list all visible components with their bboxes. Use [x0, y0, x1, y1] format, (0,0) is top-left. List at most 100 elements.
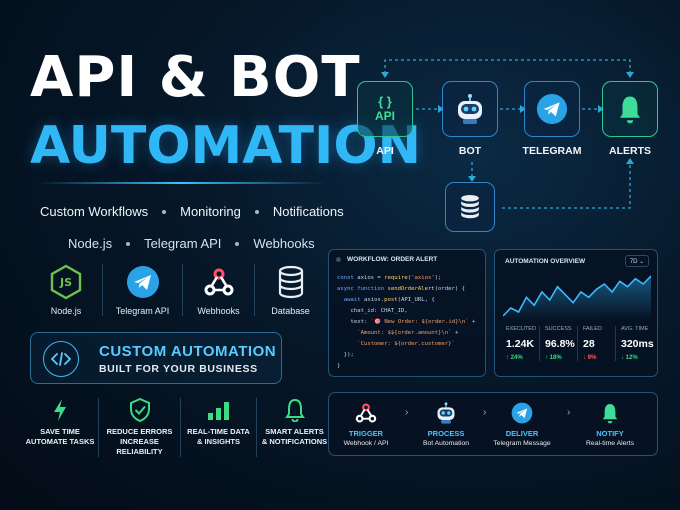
code-line: `Amount: $${order.amount}\n` +: [357, 330, 459, 336]
lightning-icon: [22, 398, 98, 422]
chevron-right-icon: ›: [405, 407, 409, 418]
tech-item: Telegram API: [144, 236, 222, 251]
flow-node-telegram: [524, 81, 580, 137]
code-panel: WORKFLOW: ORDER ALERT const axios = requ…: [328, 249, 486, 377]
tech-icon-nodejs: JS Node.js: [30, 264, 102, 316]
feature-item: Monitoring: [180, 204, 241, 219]
database-icon: [271, 264, 311, 300]
stat-change: ↑ 18%: [545, 355, 562, 361]
step-title: PROCESS: [427, 429, 465, 438]
code-line: }: [337, 363, 341, 369]
step-subtitle: Webhook / API: [343, 440, 389, 447]
telegram-icon: [485, 401, 559, 425]
code-line: chat_id: CHAT_ID,: [337, 308, 408, 314]
robot-icon: [458, 94, 482, 124]
tech-item: Webhooks: [253, 236, 315, 251]
tech-icon-label: Database: [271, 306, 310, 316]
step-subtitle: Bot Automation: [422, 440, 470, 447]
divider: [36, 182, 326, 184]
database-icon: [461, 195, 479, 219]
step-subtitle: Telegram Message: [493, 440, 551, 447]
svg-text:JS: JS: [59, 276, 72, 289]
stat-value: 1.24K: [506, 338, 535, 350]
overview-title: AUTOMATION OVERVIEW: [505, 258, 586, 265]
stat-label: EXECUTED: [506, 326, 536, 332]
stat-change: ↑ 24%: [506, 355, 523, 361]
flow-node-label: ALERTS: [609, 145, 651, 157]
stat-label: AVG. TIME: [621, 326, 649, 332]
pipeline-step-notify: NOTIFY Real-time Alerts: [573, 401, 647, 447]
flow-node-api: { } API: [357, 81, 413, 137]
flow-connectors: [381, 59, 634, 209]
sparkline-line: [503, 275, 651, 317]
benefit-title: SAVE TIME: [40, 427, 80, 436]
bullet: [126, 241, 131, 246]
tech-list: Node.js Telegram API Webhooks: [68, 236, 315, 251]
pipeline-step-deliver: DELIVER Telegram Message: [485, 401, 559, 447]
webhook-icon: [329, 401, 403, 425]
pipeline-step-trigger: TRIGGER Webhook / API: [329, 401, 403, 447]
stat-change: ↓ 9%: [583, 355, 597, 361]
step-subtitle: Real-time Alerts: [586, 440, 634, 447]
stat-avg-time: AVG. TIME 320ms ↓ 12%: [615, 326, 654, 361]
shield-check-icon: [99, 398, 180, 422]
tech-icons: JS Node.js Telegram API Webhooks: [30, 264, 326, 316]
bullet: [162, 209, 167, 214]
stat-value: 28: [583, 338, 595, 350]
code-line: `Customer: ${order.customer}`: [357, 341, 455, 347]
code-icon: [43, 341, 79, 377]
window-dot: [336, 257, 341, 262]
bell-icon: [620, 96, 640, 124]
telegram-icon: [123, 264, 163, 300]
overview-panel: AUTOMATION OVERVIEW 7D ⌄ EXECUTED 1.24K …: [494, 249, 658, 377]
nodejs-icon: JS: [46, 264, 86, 300]
flow-node-database: [445, 182, 495, 232]
benefit-item: REAL-TIME DATA& INSIGHTS: [180, 398, 256, 457]
tech-item: Node.js: [68, 236, 113, 251]
tech-icon-webhooks: Webhooks: [182, 264, 254, 316]
flow-node-label: TELEGRAM: [522, 145, 582, 157]
stat-failed: FAILED 28 ↓ 9%: [577, 326, 615, 361]
custom-automation-subtitle: BUILT FOR YOUR BUSINESS: [99, 363, 258, 375]
benefit-subtitle: & INSIGHTS: [197, 437, 240, 446]
benefit-title: SMART ALERTS: [265, 427, 324, 436]
stats-row: EXECUTED 1.24K ↑ 24% SUCCESS 96.8% ↑ 18%…: [501, 326, 654, 361]
bullet: [254, 209, 259, 214]
code-block: const axios = require('axios'); async fun…: [329, 263, 485, 372]
step-title: TRIGGER: [348, 429, 384, 438]
code-line: await axios.post(API_URL, {: [343, 297, 435, 303]
custom-automation-banner: CUSTOM AUTOMATION BUILT FOR YOUR BUSINES…: [30, 332, 282, 384]
bullet: [235, 241, 240, 246]
stat-label: FAILED: [583, 326, 602, 332]
code-line: });: [337, 352, 354, 358]
chevron-right-icon: ›: [483, 407, 487, 418]
benefit-title: REAL-TIME DATA: [187, 427, 250, 436]
pipeline-panel: TRIGGER Webhook / API › PROCESS Bot Auto…: [328, 392, 658, 456]
webhook-icon: [199, 264, 239, 300]
step-title: DELIVER: [505, 429, 539, 438]
flow-node-bot: [442, 81, 498, 137]
telegram-icon: [536, 93, 568, 125]
stat-value: 96.8%: [545, 338, 575, 350]
robot-icon: [409, 401, 483, 425]
pipeline-step-process: PROCESS Bot Automation: [409, 401, 483, 447]
code-line: async function sendOrderAlert(order) {: [337, 286, 465, 292]
headline-line-1: API & BOT: [30, 45, 361, 110]
stat-label: SUCCESS: [545, 326, 572, 332]
stat-value: 320ms: [621, 338, 654, 350]
bell-icon: [257, 398, 332, 422]
flow-node-alerts: [602, 81, 658, 137]
feature-item: Notifications: [272, 204, 344, 219]
curly-braces-icon: { }: [378, 94, 392, 109]
feature-item: Custom Workflows: [40, 204, 149, 219]
flow-node-label: BOT: [458, 145, 482, 157]
benefit-title: REDUCE ERRORS: [106, 427, 173, 436]
code-line: const axios = require('axios');: [337, 275, 442, 281]
range-select[interactable]: 7D ⌄: [625, 255, 649, 267]
stat-success: SUCCESS 96.8% ↑ 18%: [539, 326, 577, 361]
benefit-item: SMART ALERTS& NOTIFICATIONS: [256, 398, 332, 457]
flow-node-label: API: [376, 145, 394, 157]
stat-executed: EXECUTED 1.24K ↑ 24%: [501, 326, 539, 361]
